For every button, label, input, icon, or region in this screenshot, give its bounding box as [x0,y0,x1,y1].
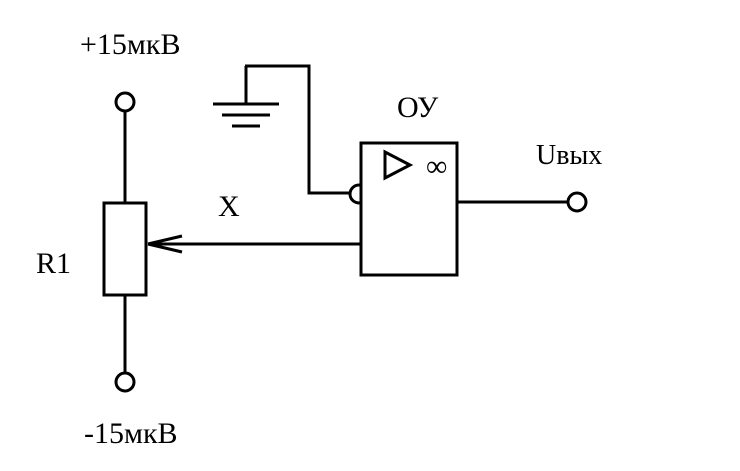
resistor-body [102,201,148,297]
wiper-label: X [218,190,240,223]
negative-supply-label: -15мкВ [84,417,178,450]
positive-supply-label: +15мкВ [80,28,181,61]
negative-supply-terminal [114,371,136,393]
output-label: Uвых [536,140,602,171]
ground-to-input-wire [245,64,350,195]
opamp-label: ОУ [397,91,439,124]
amplifier-triangle-icon [383,149,414,181]
infinity-gain-symbol: ∞ [426,150,447,183]
output-terminal [566,191,588,213]
positive-supply-terminal [114,91,136,113]
ground-icon [213,66,279,128]
resistor-label: R1 [36,247,71,280]
wiper-arrow [147,234,183,254]
